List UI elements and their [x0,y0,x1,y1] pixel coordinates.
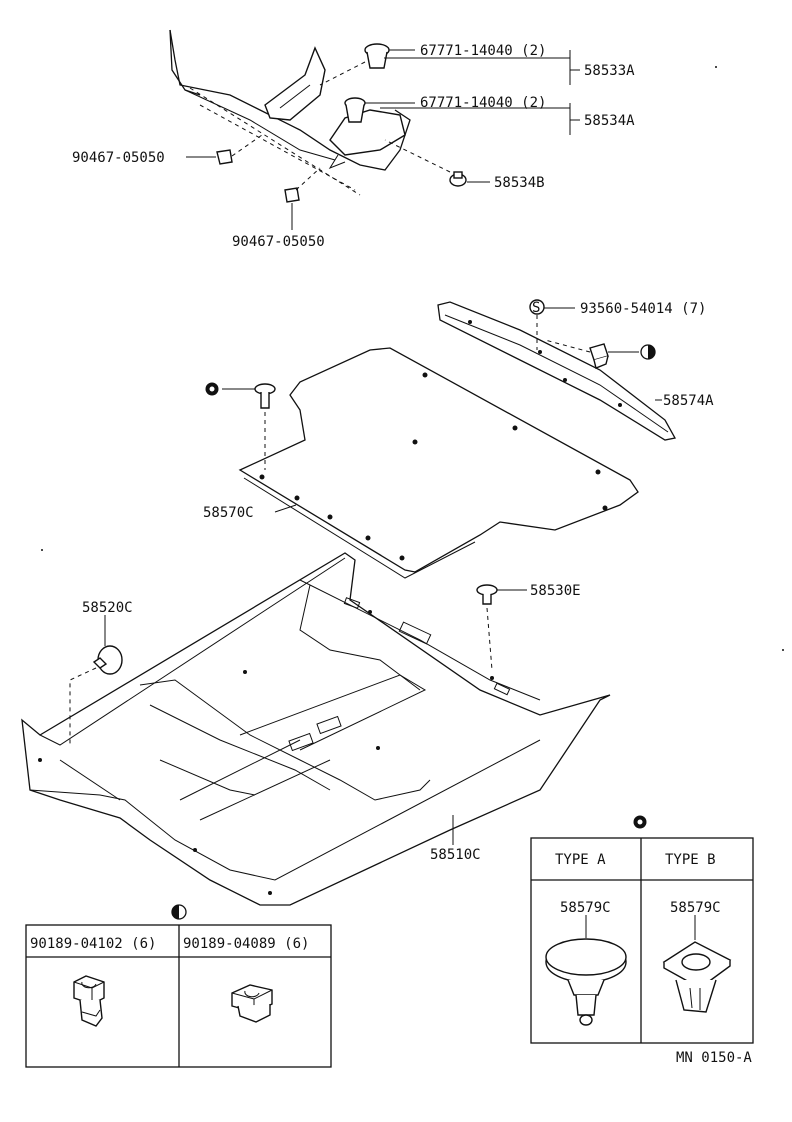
callout-screw-bottom: 90467-05050 [232,234,325,250]
ring-circle-small-icon [205,382,219,396]
rear-panel [238,347,639,579]
callout-screw-left: 90467-05050 [72,150,165,166]
half-filled-circle-table-icon [171,904,187,920]
grommet-icon [69,615,123,745]
clip-lower-icon [344,97,366,123]
ring-circle-icon [633,815,647,829]
table-right-type-a: TYPE A [555,852,606,868]
callout-group-upper: 58533A [584,63,635,79]
table-right [530,837,754,1044]
table-right-part-a: 58579C [560,900,611,916]
callout-fastener: 58530E [530,583,581,599]
clip-type-a-icon [545,915,627,1026]
table-right-type-b: TYPE B [665,852,716,868]
callout-bracket: 58574A [663,393,714,409]
diagram-id: MN 0150-A [676,1050,752,1066]
callout-carpet: 58510C [430,847,481,863]
callout-clip-lower: 67771-14040 (2) [420,95,546,111]
rear-bracket [437,301,677,441]
speck [782,649,784,651]
half-filled-circle-icon [640,344,656,360]
callout-panel: 58570C [203,505,254,521]
table-left-col-2: 90189-04089 (6) [183,936,309,952]
callout-clip-upper: 67771-14040 (2) [420,43,546,59]
square-nut-icon [544,339,609,369]
callout-nut: 93560-54014 (7) [580,301,706,317]
callout-grommet: 58520C [82,600,133,616]
table-left [25,924,332,1068]
clip-type-b-icon [662,915,732,1013]
s-marker-icon: S [529,299,575,350]
callout-group-lower: 58534A [584,113,635,129]
panel-fastener-icon [222,383,276,470]
svg-text:S: S [532,300,540,316]
fastener-icon [476,584,527,671]
screw-bottom-icon [284,167,321,203]
callout-plug-right: 58534B [494,175,545,191]
plug-right-icon [384,139,467,187]
clip-upper-icon [319,43,390,86]
speck [41,549,43,551]
screw-left-icon [216,134,263,165]
top-leaders [186,49,580,230]
floor-carpet [21,552,611,906]
clip-nut-a-icon [73,975,105,1027]
table-right-part-b: 58579C [670,900,721,916]
table-left-col-1: 90189-04102 (6) [30,936,156,952]
clip-nut-b-icon [231,984,273,1023]
speck [715,66,717,68]
